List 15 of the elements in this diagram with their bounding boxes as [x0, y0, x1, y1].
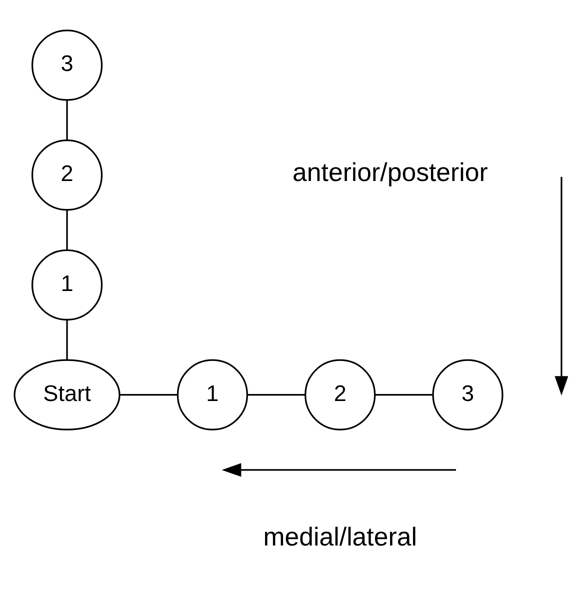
node-ellipse: Start: [14, 359, 120, 430]
node-circle: 1: [31, 249, 103, 320]
node-circle: 3: [31, 30, 103, 101]
node-circle: 2: [31, 140, 103, 211]
connector: [375, 394, 433, 396]
label: medial/lateral: [263, 524, 417, 552]
node-circle: 3: [432, 359, 504, 430]
connector: [66, 100, 68, 140]
connector: [66, 210, 68, 250]
connector: [120, 394, 177, 396]
node-circle: 2: [304, 359, 376, 430]
label: anterior/posterior: [292, 159, 488, 188]
connector: [247, 394, 306, 396]
node-circle: 1: [176, 359, 248, 430]
connector: [66, 320, 68, 360]
